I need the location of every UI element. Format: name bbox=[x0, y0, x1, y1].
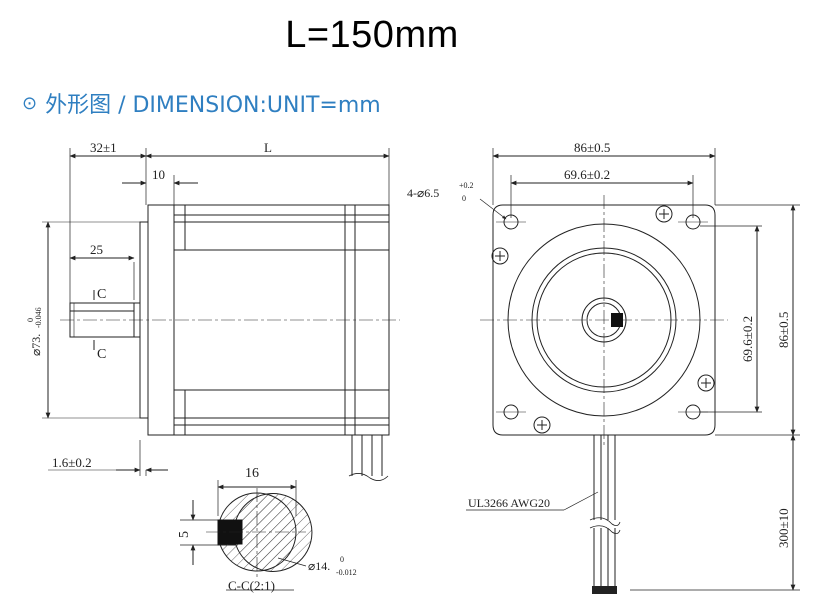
section-dim-width: 16 bbox=[245, 466, 259, 481]
svg-text:-0.012: -0.012 bbox=[336, 568, 357, 577]
dimension-heading: ⊙ 外形图 / DIMENSION:UNIT=mm bbox=[22, 86, 381, 120]
dim-hole-spacing-h: 69.6±0.2 bbox=[564, 167, 610, 182]
dimension-heading-text: 外形图 / DIMENSION:UNIT=mm bbox=[45, 93, 381, 118]
cable-label: UL3266 AWG20 bbox=[468, 496, 550, 510]
dim-cable-length: 300±10 bbox=[776, 508, 791, 548]
dim-flange-thickness: 1.6±0.2 bbox=[52, 455, 92, 470]
svg-text:0: 0 bbox=[26, 318, 35, 322]
section-label: C-C(2:1) bbox=[228, 578, 275, 593]
front-view bbox=[466, 148, 800, 591]
svg-text:⌀73.: ⌀73. bbox=[29, 334, 43, 356]
section-dim-shaft-dia: ⌀14. 0 -0.012 bbox=[308, 555, 357, 577]
dim-hole-spacing-v: 69.6±0.2 bbox=[740, 316, 755, 362]
svg-text:0: 0 bbox=[462, 194, 466, 203]
dim-body-length: L bbox=[264, 140, 272, 155]
dim-flat-length: 25 bbox=[90, 242, 103, 257]
svg-text:4-⌀6.5: 4-⌀6.5 bbox=[407, 186, 439, 200]
section-dim-key: 5 bbox=[177, 531, 192, 538]
dim-pilot-length: 10 bbox=[152, 167, 165, 182]
lead-wire-ends bbox=[592, 586, 617, 594]
page-title: L=150mm bbox=[285, 14, 459, 56]
section-mark-top: C bbox=[97, 287, 106, 302]
side-view bbox=[42, 148, 400, 481]
circled-dot-icon: ⊙ bbox=[22, 92, 38, 114]
dim-front-width: 86±0.5 bbox=[574, 140, 610, 155]
svg-text:-0.046: -0.046 bbox=[34, 307, 43, 328]
dim-pilot-diameter: ⌀73. 0 -0.046 bbox=[26, 307, 43, 356]
section-mark-bottom: C bbox=[97, 347, 106, 362]
dim-shaft-length: 32±1 bbox=[90, 140, 117, 155]
svg-text:+0.2: +0.2 bbox=[459, 181, 474, 190]
shaft-key-mark bbox=[611, 313, 623, 327]
dim-front-height: 86±0.5 bbox=[776, 312, 791, 348]
dim-mounting-holes: 4-⌀6.5 +0.2 0 bbox=[407, 181, 474, 203]
svg-text:⌀14.: ⌀14. bbox=[308, 559, 330, 573]
section-view bbox=[180, 480, 313, 591]
svg-text:0: 0 bbox=[340, 555, 344, 564]
